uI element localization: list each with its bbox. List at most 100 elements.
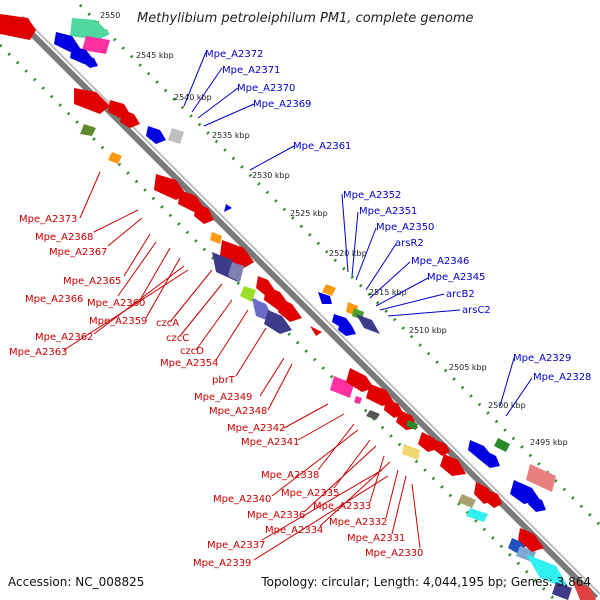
leader-line	[411, 483, 421, 549]
gene-label: Mpe_A2348	[209, 406, 267, 417]
gene-feature	[432, 440, 450, 456]
gene-label: Mpe_A2336	[247, 510, 305, 521]
leader-line	[179, 283, 223, 337]
gene-label: Mpe_A2340	[213, 494, 271, 505]
gene-label: arcB2	[446, 289, 475, 300]
tick-label: 2540 kbp	[174, 93, 212, 102]
leader-line	[261, 469, 383, 541]
gene-feature	[322, 284, 336, 296]
gene-label: Mpe_A2369	[253, 99, 311, 110]
gene-feature	[572, 580, 596, 600]
leader-line	[283, 403, 329, 429]
gene-feature	[80, 124, 96, 136]
gene-feature	[354, 396, 362, 404]
gene-feature	[484, 490, 502, 508]
gene-feature	[74, 88, 110, 114]
gene-feature	[228, 262, 244, 282]
gene-feature	[526, 464, 556, 492]
leader-line	[107, 217, 143, 247]
leader-line	[117, 241, 157, 297]
gene-feature	[70, 18, 110, 40]
leader-line	[235, 327, 267, 377]
gene-feature	[518, 528, 544, 552]
leader-line	[195, 299, 233, 351]
topology-text: Topology: circular; Length: 4,044,195 bp…	[260, 575, 591, 589]
leader-line	[351, 211, 359, 277]
leader-line	[145, 257, 181, 319]
leader-line	[341, 193, 349, 273]
gene-label: Mpe_A2373	[19, 214, 77, 225]
gene-feature	[552, 582, 572, 600]
leader-line	[379, 293, 445, 311]
leader-line	[93, 265, 185, 335]
gene-label: Mpe_A2362	[35, 332, 93, 343]
gene-label: Mpe_A2338	[261, 470, 319, 481]
tick-label: 2515 kbp	[369, 288, 407, 297]
red-gene-labels: Mpe_A2373 Mpe_A2368 Mpe_A2367 Mpe_A2365 …	[9, 214, 423, 569]
gene-label: Mpe_A2370	[237, 83, 295, 94]
gene-label: Mpe_A2329	[513, 353, 571, 364]
leader-line	[249, 145, 295, 171]
lower-strand-genes	[0, 14, 596, 600]
gene-feature	[194, 204, 214, 224]
gene-label: czcD	[180, 346, 204, 357]
upper-guide-line	[78, 3, 600, 527]
gene-feature	[0, 14, 36, 40]
leader-line	[375, 277, 429, 307]
leader-line	[79, 171, 101, 219]
gene-label: Mpe_A2341	[241, 437, 299, 448]
gene-label: Mpe_A2334	[265, 525, 323, 536]
tick-label: 2500 kbp	[488, 401, 526, 410]
leader-line	[139, 247, 171, 301]
leader-line	[271, 429, 359, 497]
gene-feature	[366, 410, 380, 420]
gene-feature	[318, 292, 332, 304]
tick-label: 2495 kbp	[530, 438, 568, 447]
leader-line	[183, 51, 207, 107]
gene-label: Mpe_A2345	[427, 272, 485, 283]
gene-label: Mpe_A2363	[9, 347, 67, 358]
leader-line	[369, 261, 411, 299]
gene-feature	[440, 454, 466, 476]
gene-label: pbrT	[212, 375, 236, 386]
gene-feature	[330, 376, 354, 398]
gene-feature	[278, 298, 302, 322]
leader-line	[259, 357, 285, 397]
leader-line	[391, 475, 407, 535]
accession-text: Accession: NC_008825	[8, 575, 144, 589]
gene-feature	[494, 438, 510, 452]
tick-label: 2545 kbp	[136, 51, 174, 60]
red-leader-lines	[63, 171, 421, 561]
gene-label: Mpe_A2331	[347, 533, 405, 544]
leader-line	[123, 233, 151, 277]
gene-label: Mpe_A2337	[207, 540, 265, 551]
gene-label: arsC2	[462, 305, 491, 316]
gene-feature	[406, 420, 418, 430]
gene-feature	[466, 508, 488, 522]
leader-line	[387, 309, 461, 317]
gene-label: Mpe_A2368	[35, 232, 93, 243]
map-title: Methylibium petroleiphilum PM1, complete…	[137, 11, 474, 26]
gene-label: Mpe_A2346	[411, 256, 469, 267]
leader-line	[267, 363, 293, 411]
tick-label: 2550	[100, 11, 120, 20]
gene-label: czcC	[166, 333, 189, 344]
leader-line	[63, 269, 189, 351]
gene-feature	[356, 314, 380, 334]
gene-feature	[210, 232, 222, 244]
gene-feature	[146, 126, 166, 144]
gene-label: Mpe_A2359	[89, 316, 147, 327]
leader-line	[333, 439, 371, 489]
gene-label: Mpe_A2328	[533, 372, 591, 383]
gene-label: Mpe_A2371	[222, 65, 280, 76]
leader-line	[253, 475, 389, 561]
gene-feature	[526, 554, 570, 590]
tick-label: 2510 kbp	[409, 326, 447, 335]
gene-label: Mpe_A2361	[293, 141, 351, 152]
leader-line	[369, 455, 385, 503]
leader-line	[499, 357, 515, 407]
gene-feature	[480, 450, 500, 468]
gene-label: Mpe_A2332	[329, 517, 387, 528]
